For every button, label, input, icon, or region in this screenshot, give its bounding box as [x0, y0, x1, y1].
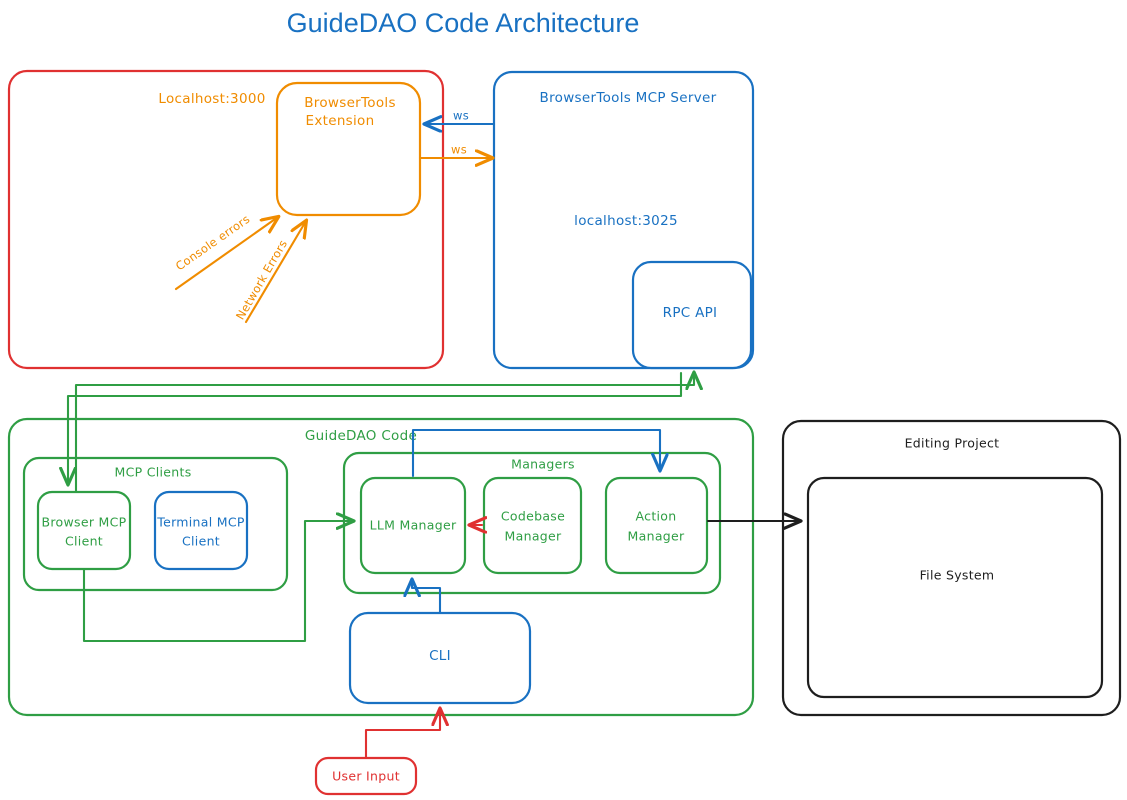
- browsertools-mcp-server-sublabel: localhost:3025: [574, 213, 678, 229]
- action-manager-label-line2: Manager: [628, 529, 685, 544]
- node-rpc-api[interactable]: [631, 260, 753, 370]
- mcp-clients-label: MCP Clients: [114, 465, 191, 480]
- edge-browser-mcp-client-to-llm-manager: [82, 521, 353, 643]
- editing-project-label: Editing Project: [905, 436, 1000, 451]
- edge-label-network-errors: Network Errors: [233, 237, 290, 322]
- edge-label-ws-outbound: ws: [451, 143, 467, 157]
- node-action-manager[interactable]: [604, 476, 709, 575]
- codebase-manager-label-line2: Manager: [505, 529, 562, 544]
- browsertools-extension-label-line1: BrowserTools: [304, 95, 396, 111]
- container-localhost-3000: [7, 69, 445, 370]
- edge-cli-to-llm-manager: [412, 580, 442, 615]
- edge-user-input-to-cli: [364, 709, 440, 760]
- localhost-3000-label: Localhost:3000: [158, 91, 265, 107]
- llm-manager-label: LLM Manager: [370, 518, 457, 533]
- node-file-system[interactable]: [806, 476, 1104, 699]
- node-llm-manager[interactable]: [359, 476, 467, 575]
- cli-label: CLI: [429, 648, 451, 664]
- edge-llm-manager-to-action-manager: [411, 428, 660, 478]
- action-manager-label-line1: Action: [636, 509, 677, 524]
- node-browsertools-extension[interactable]: [275, 81, 422, 217]
- browser-mcp-client-label-line1: Browser MCP: [42, 515, 127, 530]
- browsertools-mcp-server-label: BrowserTools MCP Server: [540, 90, 717, 106]
- browsertools-extension-label-line2: Extension: [306, 113, 375, 129]
- terminal-mcp-client-label-line2: Client: [182, 534, 220, 549]
- edge-browser-mcp-client-to-rpc-api: [74, 373, 694, 494]
- container-mcp-clients: [22, 456, 289, 592]
- container-browsertools-mcp-server: [492, 70, 755, 370]
- managers-label: Managers: [511, 457, 575, 472]
- node-browser-mcp-client[interactable]: [36, 490, 132, 571]
- rpc-api-label: RPC API: [663, 305, 718, 321]
- guidedao-code-label: GuideDAO Code: [305, 428, 417, 444]
- node-terminal-mcp-client[interactable]: [153, 490, 249, 571]
- container-editing-project: [781, 419, 1122, 717]
- edge-console-errors: [174, 217, 278, 291]
- page-title: GuideDAO Code Architecture: [287, 8, 640, 38]
- terminal-mcp-client-label-line1: Terminal MCP: [156, 515, 245, 530]
- codebase-manager-label-line1: Codebase: [501, 509, 565, 524]
- node-codebase-manager[interactable]: [482, 476, 583, 575]
- file-system-label: File System: [920, 568, 995, 583]
- edge-label-ws-inbound: ws: [453, 109, 469, 123]
- edge-rpc-api-to-browser-mcp-client: [68, 371, 683, 484]
- user-input-label: User Input: [332, 769, 400, 784]
- browser-mcp-client-label-line2: Client: [65, 534, 103, 549]
- container-guidedao-code: [7, 417, 755, 717]
- edge-network-errors: [244, 221, 306, 324]
